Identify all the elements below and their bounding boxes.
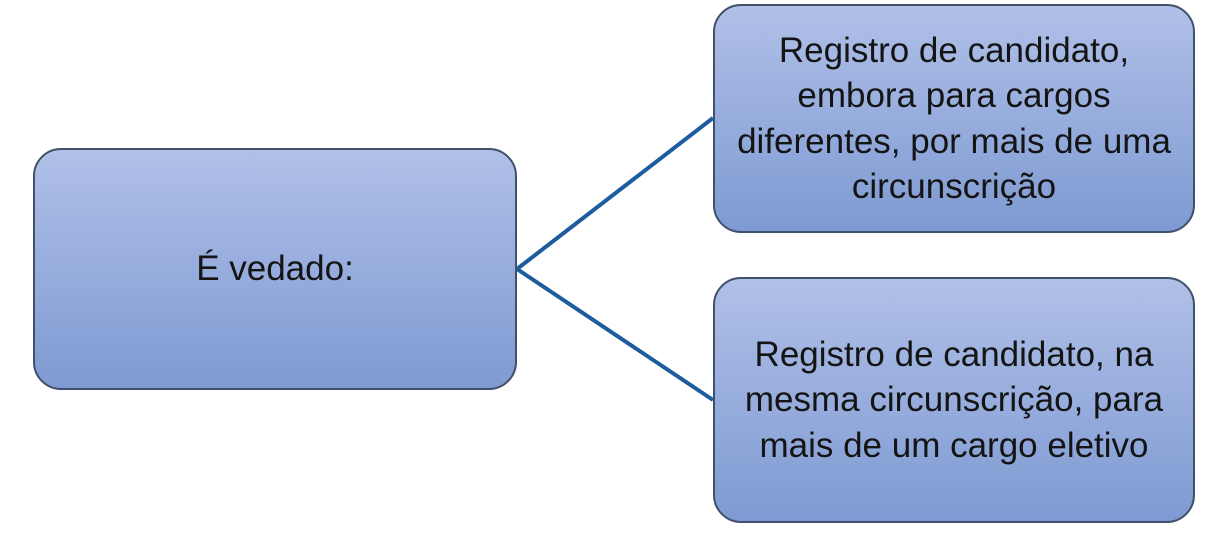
connector-root-to-bottom-child <box>515 267 715 402</box>
node-child-bottom: Registro de candidato, na mesma circunsc… <box>713 277 1195 523</box>
connector-root-to-top-child <box>515 116 715 271</box>
node-child-top: Registro de candidato, embora para cargo… <box>713 4 1195 233</box>
node-child-top-label: Registro de candidato, embora para cargo… <box>737 30 1171 207</box>
node-root-label: É vedado: <box>196 249 354 289</box>
node-child-bottom-label: Registro de candidato, na mesma circunsc… <box>744 334 1164 465</box>
node-root: É vedado: <box>33 148 517 390</box>
